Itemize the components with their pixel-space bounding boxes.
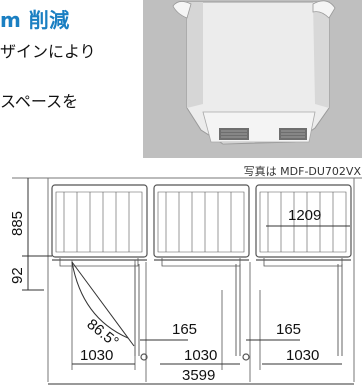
dim-1030-label-c: 1030 (286, 347, 319, 364)
dim-885-line (22, 178, 52, 257)
dim-92-line (22, 256, 44, 291)
photo-caption: 写真は MDF-DU702VX (243, 165, 361, 178)
dim-885-label: 885 (9, 211, 26, 236)
angle-leg (71, 261, 135, 347)
unit-3-outline (255, 184, 352, 356)
dim-3599-label: 3599 (182, 367, 215, 384)
feature-text-line-1: ザインにより (0, 42, 96, 61)
feature-headline: m 削減 (0, 8, 70, 32)
freezer-photo-illustration (143, 0, 362, 158)
dim-1030-label-a: 1030 (80, 347, 113, 364)
dim-92-label: 92 (9, 267, 26, 284)
dim-165-label-a: 165 (172, 321, 197, 338)
feature-text-line-2: スペースを (0, 92, 79, 111)
product-photo (143, 0, 362, 158)
dim-165-label-b: 165 (276, 321, 301, 338)
dim-1209-label: 1209 (288, 207, 321, 224)
angle-arc (71, 261, 129, 339)
dim-1030-label-b: 1030 (184, 347, 217, 364)
unit-1-outline (51, 184, 148, 361)
unit-2-outline (153, 184, 250, 361)
